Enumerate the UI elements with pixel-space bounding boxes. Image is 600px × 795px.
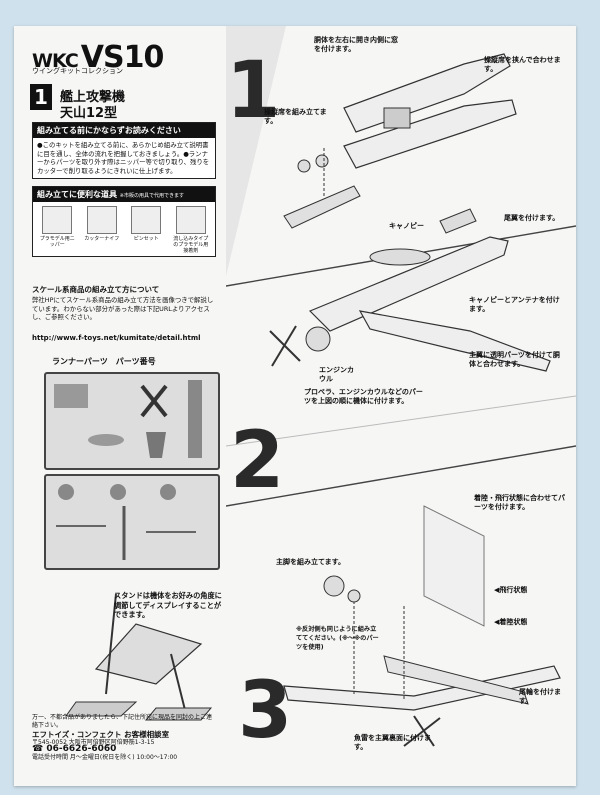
- cutter-icon: [86, 206, 117, 234]
- contact-block: 万一、不都合品がありましたら、下記住所宛に現品を同封の上ご連絡下さい。 エフトイ…: [32, 714, 214, 761]
- gear-state-text: 着陸・飛行状態に合わせてパーツを付けます。: [474, 494, 565, 511]
- runner-title: ランナーパーツ パーツ番号: [52, 357, 156, 366]
- tool-tweezers: ピンセット: [128, 206, 164, 254]
- tool-cutter: カッターナイフ: [84, 206, 120, 254]
- tool-nipper: プラモデル用ニッパー: [39, 206, 75, 254]
- glue-icon: [175, 206, 206, 234]
- contact-company: エフトイズ・コンフェクト お客様相談室: [32, 730, 170, 739]
- scale-title: スケール系商品の組み立て方について: [32, 285, 160, 294]
- cowl-label: エンジンカウル: [319, 366, 354, 383]
- brand-vs: VS10: [80, 40, 165, 75]
- model-number: 1: [30, 84, 52, 110]
- contact-tel: ☎ 06-6626-6060: [32, 744, 117, 754]
- tools-box: 組み立てに便利な道具 ※市販の用具で代用できます プラモデル用ニッパー カッター…: [32, 186, 216, 257]
- landing-state-label: ◀着陸状態: [494, 618, 528, 626]
- read-first-text: ●このキットを組み立てる前に、あらかじめ組み立て説明書に目を通し、全体の流れを把…: [37, 141, 210, 175]
- wing-text: 主翼に透明パーツを付けて胴体と合わせます。: [469, 351, 560, 368]
- contact-hours: 電話受付時間 月～金曜日(祝日を除く) 10:00～17:00: [32, 753, 178, 761]
- brand-subtitle: ウイングキットコレクション: [32, 67, 123, 75]
- step-1-number: 1: [226, 46, 281, 136]
- step-3-number: 3: [238, 666, 293, 756]
- step-1-cockpit-text: 操縦席を組み立てます。: [264, 108, 327, 125]
- antenna-text: キャノピーとアンテナを付けます。: [469, 296, 560, 313]
- flight-state-label: ◀飛行状態: [494, 586, 528, 594]
- scale-text: 弊社HPにてスケール系商品の組み立て方法を画像つきで解説しています。わからない部…: [32, 296, 214, 322]
- stand-illustration: [65, 593, 213, 721]
- step-2-drawing: [269, 208, 551, 372]
- contact-text: 万一、不都合品がありましたら、下記住所宛に現品を同封の上ご連絡下さい。: [32, 714, 213, 729]
- runner-2-parts: [56, 484, 196, 560]
- reverse-note: ※反対側も同じように組み立ててください。(※～※のパーツを使用): [296, 626, 379, 651]
- read-first-box: 組み立てる前にかならずお読みください ●このキットを組み立てる前に、あらかじめ組…: [32, 122, 216, 180]
- step-3-drawing: [283, 505, 561, 747]
- stand-text: スタンドは機体をお好みの角度に調節してディスプレイすることができます。: [114, 591, 222, 619]
- tailwheel-text: 尾輪を付けます。: [519, 688, 561, 705]
- runner-sprue-1: [44, 372, 220, 470]
- step-2-number: 2: [230, 416, 285, 506]
- tweezers-icon: [131, 206, 162, 234]
- model-type: 艦上攻撃機: [60, 90, 126, 105]
- contact-address: 〒545-0052 大阪市阿倍野区阿倍野筋1-3-15: [32, 738, 155, 746]
- prop-text: プロペラ、エンジンカウルなどのパーツを上図の順に機体に付けます。: [304, 388, 423, 405]
- runner-1-parts: [54, 380, 202, 458]
- read-first-title: 組み立てる前にかならずお読みください: [33, 123, 215, 138]
- tools-title: 組み立てに便利な道具 ※市販の用具で代用できます: [33, 187, 215, 202]
- tail-text: 尾翼を付けます。: [504, 214, 560, 222]
- step-1-fuselage-text: 胴体を左右に開き内側に窓を付けます。: [314, 36, 398, 53]
- torpedo-text: 魚雷を主翼裏面に付けます。: [354, 734, 431, 751]
- step-1-drawing: [283, 53, 517, 229]
- step-1-seat-text: 操縦席を挟んで合わせます。: [484, 56, 561, 73]
- canopy-label: キャノピー: [389, 222, 424, 230]
- main-gear-text: 主脚を組み立てます。: [276, 558, 345, 566]
- scale-url[interactable]: http://www.f-toys.net/kumitate/detail.ht…: [32, 334, 201, 342]
- brand-wkc: WKC: [32, 50, 79, 72]
- tool-glue: 流し込みタイプのプラモデル用接着剤: [173, 206, 209, 254]
- nipper-icon: [42, 206, 73, 234]
- model-name: 天山12型: [60, 106, 118, 121]
- runner-sprue-2: [44, 474, 220, 570]
